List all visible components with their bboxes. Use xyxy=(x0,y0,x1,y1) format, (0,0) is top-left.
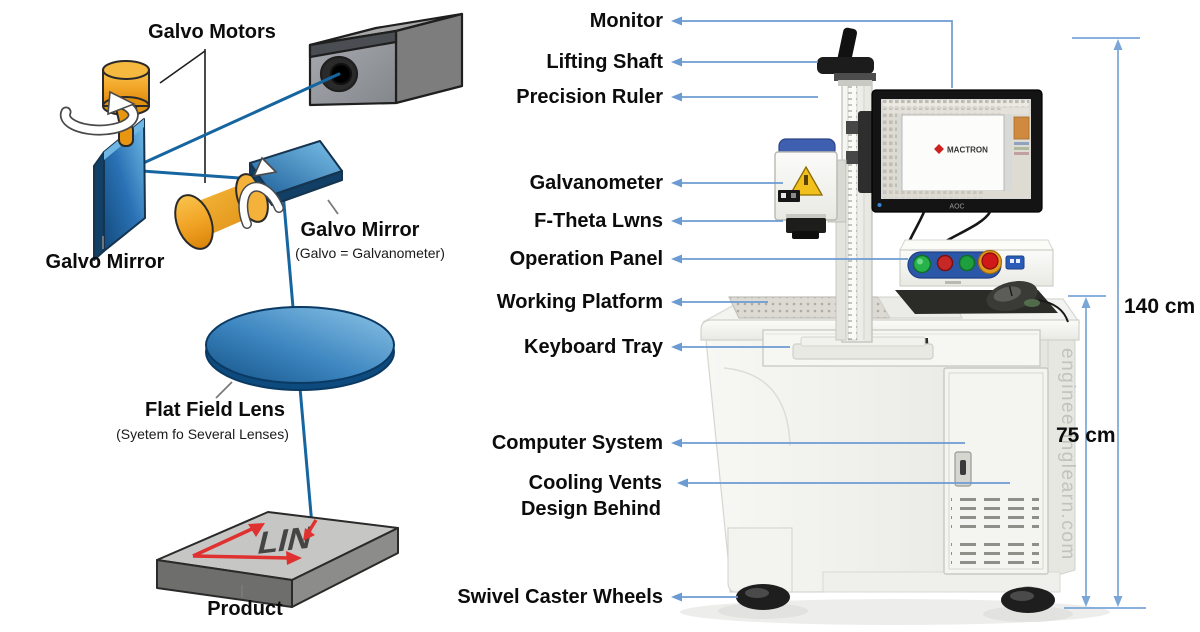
label-f-theta-lens: F-Theta Lwns xyxy=(534,210,663,232)
label-working-platform: Working Platform xyxy=(496,291,663,313)
label-swivel-caster-wheels: Swivel Caster Wheels xyxy=(457,586,663,608)
marking-direction-arrows xyxy=(192,519,318,565)
label-operation-panel: Operation Panel xyxy=(509,248,663,270)
flat-field-lens xyxy=(205,306,395,391)
label-computer-system: Computer System xyxy=(491,432,663,454)
rotation-arrow-1 xyxy=(59,90,139,136)
screen-right-panel-thumbnail xyxy=(1013,116,1030,140)
galvo-mirror-1 xyxy=(93,118,146,261)
laser-source-box xyxy=(308,12,464,107)
watermark-text: engineeringlearn.com xyxy=(1057,348,1078,561)
label-flat-field-lens: Flat Field Lens xyxy=(144,399,286,421)
label-cooling-vents-line1: Cooling Vents xyxy=(528,472,662,494)
screen-logo-icon xyxy=(934,144,944,154)
label-galvanometer: Galvanometer xyxy=(529,172,663,194)
product-marking-text: LIN xyxy=(254,520,316,562)
cabinet-door xyxy=(943,367,1049,575)
f-theta-lens-barrel xyxy=(786,218,826,233)
monitor-power-led xyxy=(877,203,882,207)
laser-beam xyxy=(126,72,341,539)
green-button-1 xyxy=(912,254,932,274)
callout-arrows xyxy=(671,16,1010,602)
swivel-feet xyxy=(736,584,1055,613)
screen-logo-text: MACTRON xyxy=(947,146,988,155)
green-button-2 xyxy=(958,254,976,272)
product-slab xyxy=(156,511,399,608)
dimension-cabinet-height: 75 cm xyxy=(1056,424,1116,447)
label-galvo-mirror-right: Galvo Mirror xyxy=(300,219,420,241)
foot-block-left xyxy=(727,527,793,593)
label-galvo-mirror-right-sub: (Galvo = Galvanometer) xyxy=(295,245,445,261)
galvo-motors-pointer-lines xyxy=(159,49,206,183)
cooling-vents-grille xyxy=(951,498,1039,532)
label-galvo-mirror-left: Galvo Mirror xyxy=(45,251,165,273)
focus-rail xyxy=(835,221,847,341)
label-cooling-vents-line2: Design Behind xyxy=(520,498,661,520)
rotation-arrow-2 xyxy=(238,156,284,229)
usb-port xyxy=(1005,255,1025,270)
dimension-total-height: 140 cm xyxy=(1124,295,1196,318)
diagram-label-ticks xyxy=(102,199,339,597)
cabinet-plinth xyxy=(822,571,1061,593)
label-galvo-motors: Galvo Motors xyxy=(148,21,276,43)
red-button xyxy=(936,254,954,272)
screen-canvas xyxy=(901,114,1005,192)
foot-shadow-right xyxy=(983,606,1073,622)
lifting-handle xyxy=(817,27,876,86)
foot-shadow-left xyxy=(718,603,808,619)
monitor-display: MACTRON AOC xyxy=(871,89,1043,213)
emergency-stop-button xyxy=(981,252,999,270)
label-lifting-shaft: Lifting Shaft xyxy=(546,51,663,73)
machine-illustration: MACTRON AOC xyxy=(680,27,1110,625)
mousepad-and-mouse xyxy=(895,281,1069,323)
label-monitor: Monitor xyxy=(589,10,663,32)
label-flat-field-lens-sub: (Syetem fo Several Lenses) xyxy=(116,426,289,442)
cabinet-arch-line xyxy=(723,367,791,447)
label-product: Product xyxy=(207,598,283,620)
galvo-head xyxy=(774,138,847,239)
monitor-brand-text: AOC xyxy=(949,204,964,211)
operation-panel xyxy=(899,239,1054,287)
galvo-scanner-diagram: LIN xyxy=(59,12,464,608)
label-precision-ruler: Precision Ruler xyxy=(516,86,663,108)
dimension-lines xyxy=(1064,37,1146,609)
label-keyboard-tray: Keyboard Tray xyxy=(524,336,663,358)
